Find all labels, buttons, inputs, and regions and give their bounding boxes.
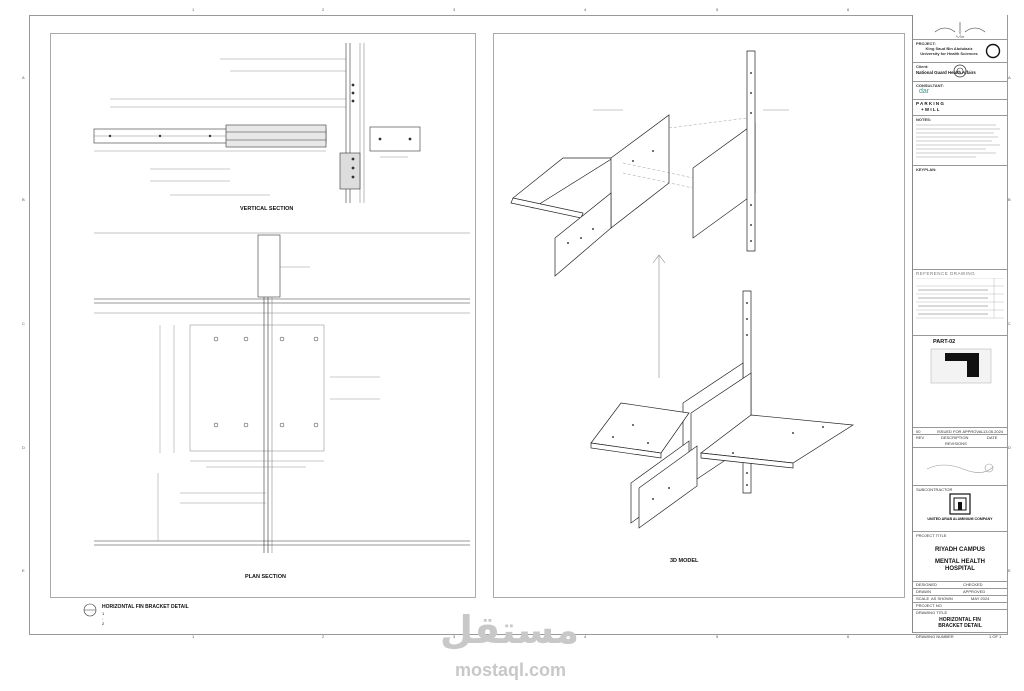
parking-line-2: + W I L L — [921, 107, 940, 112]
rev-date-1: 13.05.2024 — [983, 429, 1004, 434]
row-marker: B — [1008, 197, 1011, 202]
plan-section-label: PLAN SECTION — [245, 574, 286, 580]
drawing-title-2: BRACKET DETAIL — [938, 623, 982, 629]
col-marker: 5 — [716, 7, 719, 12]
company-logo-icon — [926, 463, 994, 473]
row-marker: E — [22, 568, 25, 573]
col-marker: 2 — [322, 634, 325, 639]
university-name: King Saud Bin Abdulaziz University for H… — [920, 46, 978, 56]
col-marker: 4 — [584, 7, 587, 12]
3d-model-drawing — [510, 50, 855, 529]
col-marker: 1 — [192, 7, 195, 12]
client-name: National Guard Health Affairs — [916, 70, 976, 75]
row-marker: D — [22, 445, 25, 450]
project-title-2: MENTAL HEALTH — [935, 559, 985, 565]
col-marker: 3 — [453, 7, 456, 12]
drawing-title-1: HORIZONTAL FIN — [939, 617, 981, 623]
row-marker: C — [1008, 321, 1011, 326]
project-label: PROJECT: — [916, 41, 936, 46]
key-plan-icon — [930, 348, 992, 384]
notes-lines — [916, 124, 1000, 158]
designed-label: DESIGNED — [916, 582, 937, 587]
col-marker: 2 — [322, 7, 325, 12]
rev-desc-2: REVISIONS — [945, 441, 967, 446]
drawing-title-label: DRAWING TITLE — [916, 610, 948, 615]
rev-header-desc: DESCRIPTION — [941, 435, 969, 440]
sections-frame — [50, 33, 476, 598]
detail-scale: 1 : 2 — [102, 611, 105, 626]
col-marker: 4 — [584, 634, 587, 639]
reference-table — [916, 278, 1004, 319]
detail-title: HORIZONTAL FIN BRACKET DETAIL — [102, 604, 189, 610]
row-marker: C — [22, 321, 25, 326]
part-label: PART-02 — [933, 339, 956, 345]
vertical-section-label: VERTICAL SECTION — [240, 206, 294, 212]
keyplan-label: KEYPLAN: — [916, 167, 937, 172]
col-marker: 5 — [716, 634, 719, 639]
date-value: MAY 2024 — [971, 596, 990, 601]
rev-desc-1: ISSUED FOR APPROVAL — [937, 429, 984, 434]
col-marker: 6 — [847, 634, 850, 639]
client-logo-icon — [953, 64, 967, 78]
university-logo-icon — [985, 43, 1001, 59]
scale-label: SCALE — [916, 596, 930, 601]
emblem-icon: ﻭﺯﺍﺭﺓ — [934, 22, 986, 38]
row-marker: B — [22, 197, 25, 202]
rev-row-1: 00 — [916, 429, 921, 434]
notes-label: NOTES: — [916, 117, 932, 122]
project-title-3: HOSPITAL — [945, 566, 975, 572]
project-title-1: RIYADH CAMPUS — [934, 547, 986, 553]
col-marker: 1 — [192, 634, 195, 639]
row-markers-left: A B C D E — [22, 15, 28, 633]
sheet-of: 1 OF 1 — [989, 634, 1002, 639]
drawn-label: DRAWN — [916, 589, 931, 594]
detail-marker-icon — [83, 603, 97, 617]
watermark-latin: mostaql.com — [455, 660, 567, 680]
consultant-logo: dar — [919, 88, 930, 95]
subcontractor-label: SUBCONTRACTOR — [916, 487, 953, 492]
row-marker: E — [1008, 568, 1011, 573]
watermark-arabic: مستقل — [440, 608, 579, 652]
drawing-number-label: DRAWING NUMBER — [916, 634, 954, 639]
subcontractor-name: UNITED ARAB ALUMINIUM COMPANY — [927, 517, 993, 521]
approved-label: APPROVED — [963, 589, 986, 594]
column-markers-top: 1 2 3 4 5 6 — [29, 7, 909, 15]
row-marker: A — [22, 75, 25, 80]
svg-text:ﻭﺯﺍﺭﺓ: ﻭﺯﺍﺭﺓ — [956, 33, 964, 38]
consultant-label: CONSULTANT: — [916, 83, 944, 88]
column-markers-bottom: 1 2 3 4 5 6 — [29, 634, 909, 642]
parking-line-1: P A R K I N G — [916, 101, 944, 106]
checked-label: CHECKED — [963, 582, 983, 587]
rev-header-date: DATE — [987, 435, 998, 440]
row-marker: A — [1008, 75, 1011, 80]
subcontractor-logo-icon — [949, 493, 971, 515]
scale-value: AS SHOWN — [931, 596, 953, 601]
row-marker: D — [1008, 445, 1011, 450]
row-markers-right: A B C D E — [1008, 15, 1014, 633]
rev-header-rev: REV — [916, 435, 925, 440]
3d-model-label: 3D MODEL — [670, 558, 699, 564]
project-no-label: PROJECT NO — [916, 603, 942, 608]
title-block: ﻭﺯﺍﺭﺓ PROJECT: King Saud Bin Abdulaziz U… — [912, 15, 1007, 639]
model-frame — [493, 33, 905, 598]
client-label: Client: — [916, 64, 929, 69]
project-title-label: PROJECT TITLE — [916, 533, 947, 538]
col-marker: 6 — [847, 7, 850, 12]
col-marker: 3 — [453, 634, 456, 639]
sheet-border — [29, 15, 1008, 635]
vertical-section-drawing — [93, 43, 470, 553]
reference-label: REFERENCE DRAWING — [916, 271, 976, 276]
